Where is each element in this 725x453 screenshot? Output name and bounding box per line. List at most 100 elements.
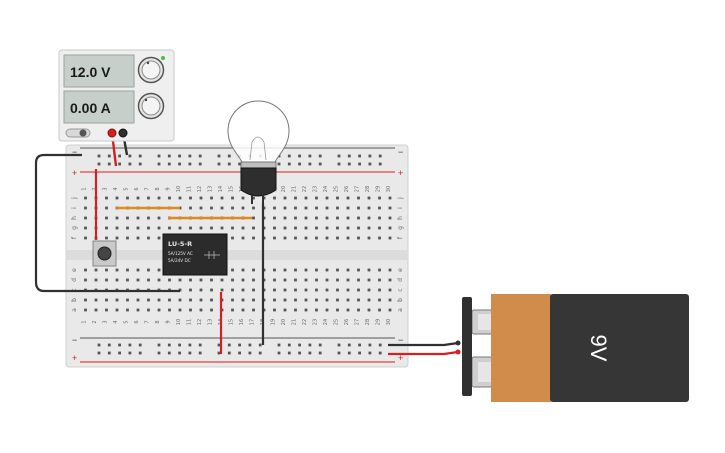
breadboard-hole[interactable] [84, 196, 87, 200]
breadboard-hole[interactable] [136, 298, 140, 302]
breadboard-hole[interactable] [304, 268, 308, 272]
breadboard-hole[interactable] [368, 343, 372, 347]
breadboard-hole[interactable] [273, 278, 276, 282]
breadboard-hole[interactable] [358, 343, 361, 347]
breadboard-hole[interactable] [199, 308, 203, 312]
breadboard-hole[interactable] [283, 236, 287, 240]
breadboard-hole[interactable] [105, 206, 108, 210]
breadboard-hole[interactable] [318, 343, 322, 347]
breadboard-hole[interactable] [157, 154, 161, 158]
breadboard-hole[interactable] [308, 343, 312, 347]
breadboard-hole[interactable] [231, 226, 234, 230]
breadboard-hole[interactable] [167, 351, 171, 355]
breadboard-hole[interactable] [241, 196, 245, 200]
power-supply[interactable]: 12.0 V 0.00 A [58, 49, 175, 142]
breadboard-hole[interactable] [388, 226, 392, 230]
breadboard-hole[interactable] [199, 206, 203, 210]
breadboard-hole[interactable] [294, 288, 297, 292]
breadboard-hole[interactable] [157, 351, 161, 355]
breadboard-hole[interactable] [168, 226, 171, 230]
breadboard-hole[interactable] [157, 226, 161, 230]
breadboard-hole[interactable] [252, 268, 255, 272]
breadboard-hole[interactable] [304, 308, 308, 312]
breadboard-hole[interactable] [294, 268, 297, 272]
breadboard-hole[interactable] [347, 162, 351, 166]
breadboard-hole[interactable] [157, 236, 161, 240]
breadboard-hole[interactable] [147, 308, 150, 312]
relay[interactable]: LU-5-R 5A/125V AC 5A/24V DC [162, 233, 228, 276]
breadboard-hole[interactable] [157, 268, 161, 272]
breadboard-hole[interactable] [367, 268, 371, 272]
breadboard-hole[interactable] [315, 216, 318, 220]
breadboard-hole[interactable] [347, 351, 351, 355]
breadboard-hole[interactable] [227, 343, 231, 347]
breadboard-hole[interactable] [294, 308, 297, 312]
breadboard-hole[interactable] [199, 226, 203, 230]
breadboard-hole[interactable] [294, 196, 297, 200]
breadboard-hole[interactable] [304, 206, 308, 210]
breadboard-hole[interactable] [315, 288, 318, 292]
breadboard-hole[interactable] [136, 236, 140, 240]
breadboard-hole[interactable] [231, 298, 234, 302]
breadboard-hole[interactable] [388, 298, 392, 302]
breadboard-hole[interactable] [105, 216, 108, 220]
breadboard-hole[interactable] [325, 288, 329, 292]
breadboard-hole[interactable] [304, 298, 308, 302]
breadboard-hole[interactable] [347, 154, 351, 158]
breadboard-hole[interactable] [308, 351, 312, 355]
breadboard-hole[interactable] [273, 268, 276, 272]
breadboard-hole[interactable] [97, 343, 101, 347]
breadboard-hole[interactable] [273, 308, 276, 312]
breadboard-hole[interactable] [388, 268, 392, 272]
breadboard-hole[interactable] [178, 278, 182, 282]
breadboard-hole[interactable] [168, 278, 171, 282]
breadboard-hole[interactable] [231, 288, 234, 292]
breadboard-hole[interactable] [217, 162, 221, 166]
wire-black-loop[interactable] [34, 153, 180, 293]
breadboard-hole[interactable] [308, 162, 312, 166]
breadboard-hole[interactable] [378, 206, 381, 210]
breadboard-hole[interactable] [252, 298, 255, 302]
breadboard-hole[interactable] [346, 298, 350, 302]
breadboard-hole[interactable] [231, 196, 234, 200]
breadboard-hole[interactable] [217, 343, 221, 347]
breadboard-hole[interactable] [178, 298, 182, 302]
breadboard-hole[interactable] [378, 343, 382, 347]
breadboard-hole[interactable] [298, 162, 301, 166]
breadboard-hole[interactable] [220, 278, 224, 282]
breadboard-hole[interactable] [136, 226, 140, 230]
breadboard-hole[interactable] [210, 308, 213, 312]
breadboard-hole[interactable] [115, 216, 119, 220]
breadboard-hole[interactable] [315, 196, 318, 200]
breadboard-hole[interactable] [189, 226, 192, 230]
breadboard-hole[interactable] [84, 226, 87, 230]
breadboard-hole[interactable] [304, 216, 308, 220]
breadboard-hole[interactable] [105, 196, 108, 200]
breadboard-hole[interactable] [315, 206, 318, 210]
breadboard-hole[interactable] [325, 196, 329, 200]
breadboard-hole[interactable] [147, 236, 150, 240]
breadboard-hole[interactable] [105, 268, 108, 272]
breadboard-hole[interactable] [118, 351, 121, 355]
breadboard-hole[interactable] [147, 298, 150, 302]
breadboard-hole[interactable] [287, 154, 291, 158]
breadboard-hole[interactable] [126, 308, 129, 312]
breadboard-hole[interactable] [337, 351, 341, 355]
breadboard-hole[interactable] [107, 351, 111, 355]
breadboard-hole[interactable] [167, 154, 171, 158]
breadboard-hole[interactable] [258, 351, 262, 355]
breadboard-hole[interactable] [388, 216, 392, 220]
breadboard-hole[interactable] [378, 216, 381, 220]
breadboard-hole[interactable] [241, 308, 245, 312]
breadboard-hole[interactable] [336, 288, 339, 292]
breadboard-hole[interactable] [304, 288, 308, 292]
breadboard-hole[interactable] [189, 298, 192, 302]
breadboard-hole[interactable] [378, 196, 381, 200]
psu-negative-terminal[interactable] [118, 128, 128, 138]
breadboard-hole[interactable] [346, 196, 350, 200]
breadboard-hole[interactable] [199, 278, 203, 282]
breadboard-hole[interactable] [298, 154, 301, 158]
breadboard-hole[interactable] [238, 351, 241, 355]
breadboard-hole[interactable] [157, 308, 161, 312]
breadboard-hole[interactable] [273, 288, 276, 292]
